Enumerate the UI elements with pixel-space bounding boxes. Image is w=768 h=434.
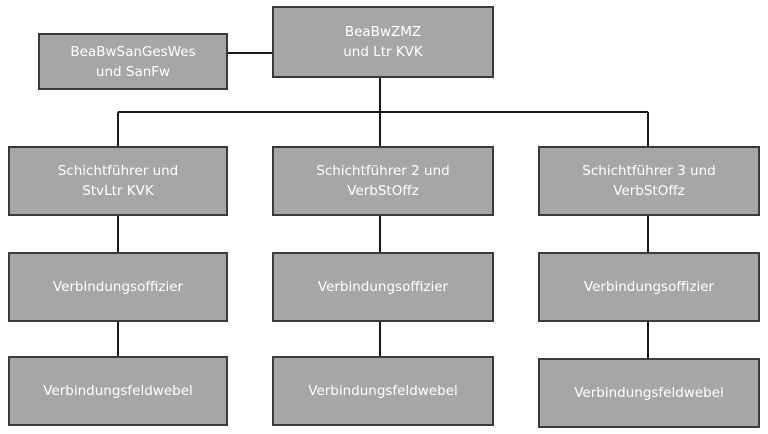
col3-lead-line2: VerbStOffz (613, 183, 685, 199)
col2-sergeant-box: Verbindungsfeldwebel (272, 356, 494, 426)
col2-lead-box: Schichtführer 2 und VerbStOffz (272, 146, 494, 216)
col1-officer-label: Verbindungsoffizier (52, 279, 184, 295)
col3-sergeant-label: Verbindungsfeldwebel (574, 385, 724, 401)
col2-lead-line2: VerbStOffz (347, 183, 419, 199)
col3-sergeant-box: Verbindungsfeldwebel (538, 358, 760, 428)
col2-officer-box: Verbindungsoffizier (272, 252, 494, 322)
top-box-line1: BeaBwZMZ (344, 24, 422, 40)
col1-sergeant-box: Verbindungsfeldwebel (8, 356, 228, 426)
col3-officer-label: Verbindungsoffizier (583, 279, 715, 295)
col3-officer-box: Verbindungsoffizier (538, 252, 760, 322)
col3-lead-box: Schichtführer 3 und VerbStOffz (538, 146, 760, 216)
col2-sergeant-label: Verbindungsfeldwebel (308, 383, 458, 399)
col1-lead-box: Schichtführer und StvLtr KVK (8, 146, 228, 216)
col1-lead-line1: Schichtführer und (57, 163, 179, 179)
top-box: BeaBwZMZ und Ltr KVK (272, 6, 494, 78)
col1-officer-box: Verbindungsoffizier (8, 252, 228, 322)
side-box: BeaBwSanGesWes und SanFw (38, 33, 228, 90)
side-box-line1: BeaBwSanGesWes (70, 43, 196, 60)
col2-officer-label: Verbindungsoffizier (317, 279, 449, 295)
side-box-line2: und SanFw (95, 63, 171, 80)
col1-sergeant-label: Verbindungsfeldwebel (43, 383, 193, 399)
col1-lead-line2: StvLtr KVK (82, 183, 154, 199)
top-box-line2: und Ltr KVK (343, 44, 423, 60)
col3-lead-line1: Schichtführer 3 und (582, 163, 716, 179)
col2-lead-line1: Schichtführer 2 und (316, 163, 450, 179)
